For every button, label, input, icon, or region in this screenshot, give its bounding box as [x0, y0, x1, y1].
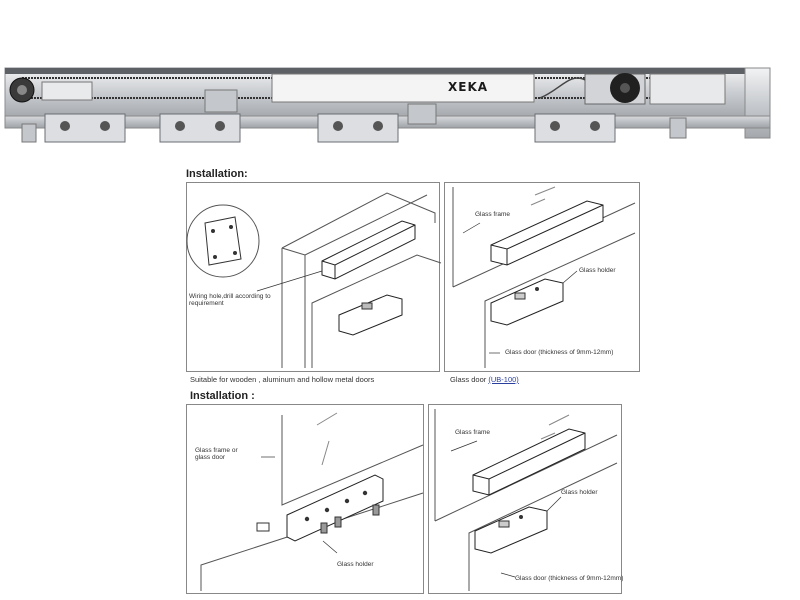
operator-drawing: [4, 67, 771, 143]
caption-glass-door-prefix: Glass door: [450, 375, 487, 384]
glass-frame-door-diagram: [434, 409, 618, 591]
glass-door-label: Glass door: [505, 349, 537, 356]
caption-glass-door: Glass door (UB-100): [450, 375, 519, 384]
panel-wooden-door: Wiring hole,drill according to requireme…: [186, 182, 442, 372]
ub100-link[interactable]: (UB-100): [488, 375, 519, 384]
callout-glass-door-right: Glass door (thickness of 9mm-12mm): [515, 575, 623, 582]
carriage: [44, 113, 616, 143]
brand-label: XEKA: [448, 80, 489, 94]
glass-door-diagram: [452, 186, 636, 368]
installation-heading-1: Installation:: [186, 168, 248, 180]
sliding-door-operator: XEKA: [0, 60, 800, 155]
panel-glass-frame-door: Glass frame Glass holder Glass door (thi…: [428, 404, 623, 594]
callout-glass-holder-right: Glass holder: [561, 489, 598, 496]
glass-holder-bracket-diagram: [200, 412, 424, 591]
panel-glass-holder-bracket: Glass frame or glass door Glass holder: [186, 404, 424, 594]
callout-glass-door: Glass door (thickness of 9mm-12mm): [505, 349, 613, 356]
callout-glass-frame-or-door: Glass frame or glass door: [195, 447, 238, 462]
callout-glass-holder-left: Glass holder: [337, 561, 374, 568]
caption-wooden-doors: Suitable for wooden , aluminum and hollo…: [190, 375, 375, 384]
callout-glass-holder: Glass holder: [579, 267, 616, 274]
callout-wiring-hole: Wiring hole,drill according to requireme…: [189, 293, 271, 308]
glass-door-label-right: Glass door: [515, 575, 547, 582]
installation-heading-2: Installation :: [190, 390, 255, 402]
callout-glass-frame-right: Glass frame: [455, 429, 491, 436]
wooden-door-diagram: [186, 192, 442, 368]
control-unit: [271, 73, 535, 103]
panel-glass-door: Glass frame Glass holder Glass door (thi…: [444, 182, 640, 372]
door-thickness-label: (thickness of 9mm-12mm): [538, 349, 614, 356]
door-thickness-label-right: (thickness of 9mm-12mm): [548, 575, 624, 582]
callout-glass-frame: Glass frame: [475, 211, 511, 218]
